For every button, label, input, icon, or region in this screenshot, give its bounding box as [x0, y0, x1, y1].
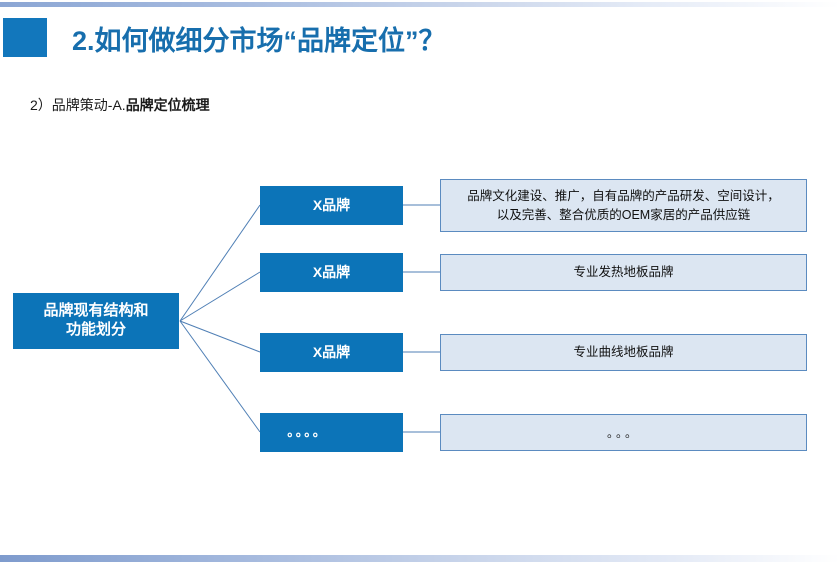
brand-node-3-label: X品牌 [312, 343, 351, 360]
brand-node-1-label: X品牌 [312, 196, 351, 213]
subtitle-prefix: 2）品牌策动-A. [30, 97, 126, 113]
description-box-4[interactable]: 。。。 [440, 414, 807, 451]
brand-node-3[interactable]: X品牌 [260, 333, 403, 372]
description-box-4-line1: 。。。 [606, 425, 640, 440]
root-node-label-line1: 品牌现有结构和 [43, 302, 149, 320]
description-box-1[interactable]: 品牌文化建设、推广，自有品牌的产品研发、空间设计， 以及完善、整合优质的OEM家… [440, 179, 807, 232]
connector-root-to-row3 [179, 320, 261, 353]
description-box-3[interactable]: 专业曲线地板品牌 [440, 334, 807, 371]
subtitle: 2）品牌策动-A.品牌定位梳理 [30, 95, 210, 115]
description-box-1-line2: 以及完善、整合优质的OEM家居的产品供应链 [496, 207, 751, 222]
root-node-label-line2: 功能划分 [65, 321, 126, 338]
brand-node-1[interactable]: X品牌 [260, 186, 403, 225]
title-accent-block [3, 18, 47, 57]
connector-root-to-row2 [179, 271, 261, 322]
brand-node-2[interactable]: X品牌 [260, 253, 403, 292]
page-title: 2.如何做细分市场“品牌定位”？ [72, 26, 446, 56]
brand-node-4-label: 。。。。 [287, 424, 328, 440]
description-box-1-line1: 品牌文化建设、推广，自有品牌的产品研发、空间设计， [467, 188, 780, 203]
bottom-gradient-rule [0, 555, 840, 562]
root-node[interactable]: 品牌现有结构和 功能划分 [13, 293, 179, 349]
description-box-3-line1: 专业曲线地板品牌 [573, 345, 674, 360]
brand-node-4[interactable]: 。。。。 [260, 413, 403, 452]
top-gradient-rule [0, 2, 840, 7]
subtitle-emphasis: 品牌定位梳理 [125, 97, 210, 113]
connector-root-to-row4 [179, 320, 261, 433]
description-box-2-line1: 专业发热地板品牌 [573, 265, 674, 280]
connector-root-to-row1 [179, 204, 261, 322]
description-box-2[interactable]: 专业发热地板品牌 [440, 254, 807, 291]
brand-node-2-label: X品牌 [312, 263, 351, 280]
